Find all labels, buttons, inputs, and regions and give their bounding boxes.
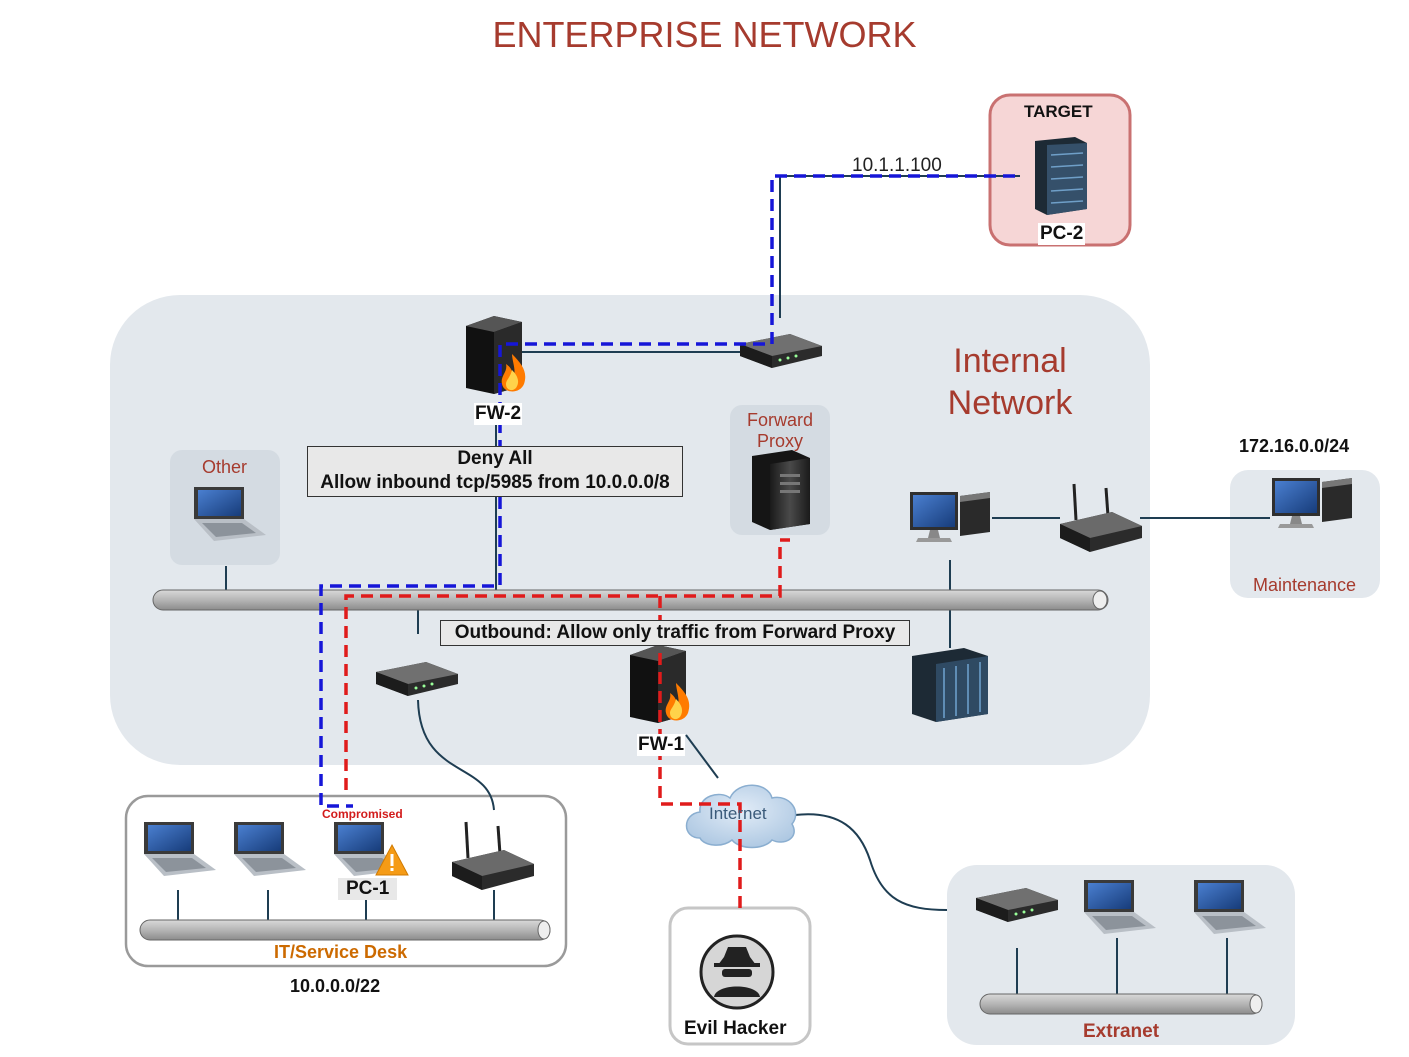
it-desk-label: IT/Service Desk (274, 942, 408, 962)
warning-icon (375, 843, 409, 876)
maintenance-label: Maintenance (1253, 575, 1357, 595)
target-label: TARGET (1024, 102, 1093, 121)
fw1-label: FW-1 (637, 734, 686, 756)
extranet-bus (979, 993, 1263, 1015)
internet-label: Internet (709, 804, 767, 823)
pc1-label: PC-1 (338, 878, 398, 900)
fw2-rules-box: Deny All Allow inbound tcp/5985 from 10.… (307, 446, 683, 497)
it-desk-bus (139, 919, 551, 941)
pc2-ip-label: 10.1.1.100 (852, 155, 942, 176)
fw1-rule-box: Outbound: Allow only traffic from Forwar… (440, 620, 910, 646)
fw2-rule-allow: Allow inbound tcp/5985 from 10.0.0.0/8 (320, 472, 670, 493)
it-subnet-label: 10.0.0.0/22 (290, 976, 381, 996)
red-attack-path (344, 538, 790, 790)
fw2-label: FW-2 (474, 403, 523, 425)
extranet-label: Extranet (1083, 1021, 1160, 1042)
internal-server-rack-icon (912, 648, 988, 722)
maintenance-subnet-label: 172.16.0.0/24 (1239, 436, 1350, 456)
internet-cloud-icon (685, 784, 797, 849)
fw2-firewall-icon (466, 316, 526, 394)
network-links (177, 175, 1270, 994)
pc2-label: PC-2 (1038, 223, 1086, 245)
internal-bus (152, 589, 1109, 611)
pc2-server-icon (1035, 137, 1087, 215)
red-outbound-path (658, 596, 742, 908)
internal-network-zone (110, 295, 1150, 765)
forward-proxy-label: Forward Proxy (746, 410, 813, 451)
fw2-rule-deny: Deny All (457, 448, 533, 469)
evil-hacker-label: Evil Hacker (684, 1018, 787, 1039)
evil-hacker-avatar-icon (699, 934, 775, 1010)
forward-proxy-server-icon (752, 450, 810, 530)
page-title: ENTERPRISE NETWORK (492, 14, 917, 55)
fw1-rule-outbound: Outbound: Allow only traffic from Forwar… (454, 622, 896, 643)
other-label: Other (202, 457, 248, 477)
internal-network-label: Internal Network (947, 342, 1073, 422)
compromised-label: Compromised (322, 807, 403, 821)
